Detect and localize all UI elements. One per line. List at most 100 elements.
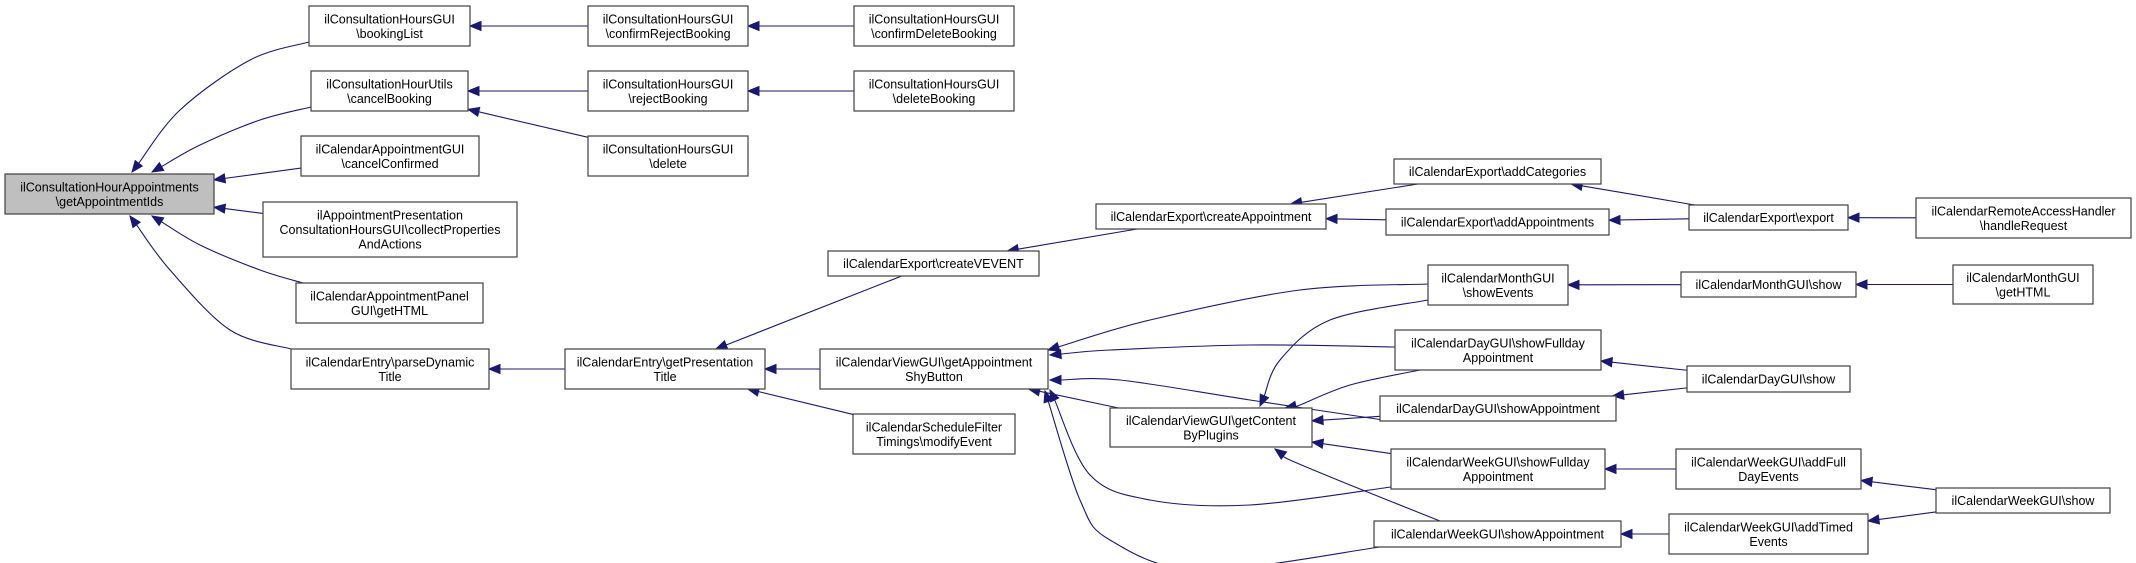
edge-line [757,390,854,415]
node-label: ShyButton [905,370,963,384]
caller-node[interactable]: ilCalendarRemoteAccessHandler\handleRequ… [1915,197,2132,239]
node-label: ilCalendarWeekGUI\showFullday [1406,455,1590,469]
edge-line [1047,400,1381,563]
edge-line [160,220,304,284]
caller-node[interactable]: ilConsultationHoursGUI\delete [587,135,749,177]
root-node[interactable]: ilConsultationHourAppointments\getAppoin… [4,173,215,215]
caller-node[interactable]: ilConsultationHoursGUI\confirmDeleteBook… [853,5,1015,47]
node-box [1686,365,1851,393]
arrowhead-icon [487,363,501,375]
node-box [587,5,749,47]
caller-node[interactable]: ilConsultationHourUtils\cancelBooking [310,70,469,112]
node-label: ilCalendarWeekGUI\showAppointment [1391,528,1605,542]
arrowhead-icon [1603,463,1617,475]
node-label: ilCalendarExport\addCategories [1409,165,1586,179]
node-label: Title [653,370,676,384]
arrowhead-icon [466,106,481,118]
caller-node[interactable]: ilCalendarAppointmentGUI\cancelConfirmed [300,135,480,177]
caller-node[interactable]: ilConsultationHoursGUI\rejectBooking [587,70,749,112]
arrowhead-icon [131,159,144,174]
caller-node[interactable]: ilConsultationHoursGUI\deleteBooking [853,70,1015,112]
caller-node[interactable]: ilConsultationHoursGUI\bookingList [308,5,471,47]
caller-node[interactable]: ilCalendarDayGUI\showAppointment [1379,395,1617,422]
node-label: ByPlugins [1183,428,1239,442]
edge-dayShowAppt-to-shyButton [1048,374,1391,422]
node-label: \deleteBooking [893,92,976,106]
caller-node[interactable]: ilCalendarWeekGUI\show [1935,487,2111,514]
node-box [1109,407,1313,448]
node-label: ilCalendarScheduleFilter [866,420,1002,434]
caller-node[interactable]: ilCalendarExport\createVEVENT [827,250,1040,277]
node-label: \cancelBooking [347,92,432,106]
node-box [1688,204,1849,231]
edge-dayShowAppt-to-contentByPlugins [1310,414,1381,426]
edge-deleteCH-to-cancelBooking [466,106,589,138]
arrowhead-icon [1846,212,1860,223]
caller-node[interactable]: ilCalendarWeekGUI\showAppointment [1373,520,1622,548]
arrowhead-icon [746,20,760,32]
edge-parseDynamic-to-root [129,214,292,350]
caller-node[interactable]: ilCalendarDayGUI\show [1686,365,1851,393]
node-box [1915,197,2132,239]
node-box [1668,513,1869,555]
caller-node[interactable]: ilCalendarExport\export [1688,204,1849,231]
edge-panelGetHTML-to-root [150,215,304,284]
edge-showEvents-to-shyButton [1046,283,1429,352]
arrowhead-icon [212,173,227,184]
edge-line [1580,185,1695,206]
caller-node[interactable]: ilCalendarExport\createAppointment [1095,203,1327,230]
caller-node[interactable]: ilCalendarMonthGUI\showEvents [1427,264,1569,306]
node-label: ilCalendarDayGUI\showAppointment [1396,402,1600,416]
edge-addTimed-to-weekShowAppt [1619,528,1669,540]
edge-createAppt-to-createVEVENT [1006,228,1138,255]
caller-node[interactable]: ilCalendarExport\addCategories [1393,158,1602,185]
arrowhead-icon [1859,476,1874,488]
arrowhead-icon [1611,389,1625,400]
nodes-layer: ilConsultationHourAppointments\getAppoin… [4,5,2132,555]
edge-handleRequest-to-export [1846,212,1917,223]
edge-line [1017,228,1138,250]
node-label: AndActions [358,238,421,252]
edge-line [1321,442,1392,455]
node-box [4,173,215,215]
node-label: ilCalendarExport\createVEVENT [843,257,1024,271]
edge-cancelConfirmed-to-root [212,167,302,184]
node-box [295,282,484,324]
edge-line [1622,387,1688,396]
caller-node[interactable]: ilCalendarViewGUI\getAppointmentShyButto… [819,348,1049,390]
arrowhead-icon [468,20,482,32]
caller-node[interactable]: ilAppointmentPresentationConsultationHou… [262,201,518,258]
edge-shyButton-to-getPresTitle [763,363,820,375]
node-label: ilCalendarMonthGUI [1966,271,2079,285]
caller-node[interactable]: ilCalendarMonthGUI\getHTML [1952,264,2094,305]
node-box [1952,264,2094,305]
edge-weekShow-to-addTimed [1866,511,1937,525]
arrowhead-icon [746,85,760,97]
node-box [262,201,518,258]
caller-node[interactable]: ilConsultationHoursGUI\confirmRejectBook… [587,5,749,47]
node-label: GUI\getHTML [351,304,428,318]
edge-line [160,106,312,168]
edge-weekShowAppt-to-contentByPlugins [1273,448,1441,522]
node-label: ilCalendarMonthGUI [1441,271,1554,285]
node-label: ilConsultationHourUtils [326,77,452,91]
edge-collectProps-to-root [212,203,264,214]
edge-showEvents-to-contentByPlugins [1259,299,1429,408]
arrowhead-icon [1619,528,1633,540]
caller-node[interactable]: ilCalendarExport\addAppointments [1385,208,1610,236]
node-box [1427,264,1569,306]
caller-node[interactable]: ilCalendarScheduleFilterTimings\modifyEv… [852,413,1016,455]
node-box [587,70,749,112]
arrowhead-icon [1599,357,1613,368]
node-box [1095,203,1327,230]
caller-node[interactable]: ilCalendarMonthGUI\show [1680,271,1857,298]
edge-weekShowFullday-to-contentByPlugins [1310,438,1392,455]
